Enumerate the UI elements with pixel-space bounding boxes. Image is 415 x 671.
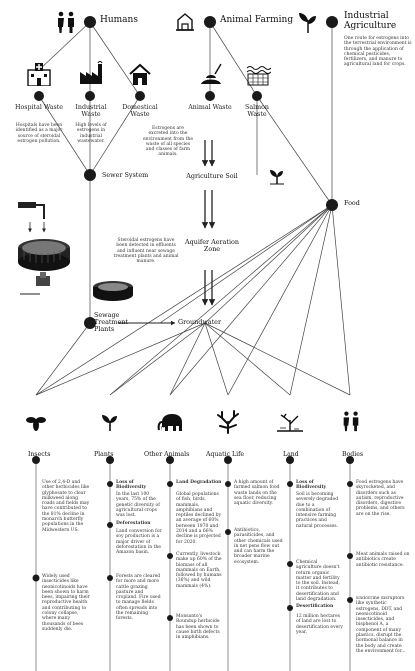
settling-tank-illustration xyxy=(93,281,133,301)
animals-heading-1: Land Degradation xyxy=(176,480,222,485)
impact-title-other-animals: Other Animals xyxy=(144,451,190,458)
industrial-agriculture-title: Industrial Agriculture xyxy=(344,11,397,31)
sprout-icon xyxy=(102,415,117,431)
bodies-detail-1: Food estrogens have skyrocketed, and dis… xyxy=(356,480,405,517)
impact-title-land: Land xyxy=(283,451,299,458)
impact-title-insects: Insects xyxy=(28,451,51,458)
aquatic-detail-1: A high amount of farmed salmon food wast… xyxy=(234,480,280,507)
salmon-waste-label: Salmon Waste xyxy=(245,104,269,118)
animals-detail-3: Monsanto's Roundup herbicide has been sh… xyxy=(176,614,220,641)
humans-title: Humans xyxy=(100,15,138,25)
industrial-waste-label: Industrial Waste xyxy=(75,104,107,118)
bodies-detail-2: Meat animals raised on antibiotics creat… xyxy=(356,552,410,568)
sewer-system-label: Sewer System xyxy=(102,171,149,179)
bodies-people-icon xyxy=(343,411,359,432)
plants-detail-3: Forests are cleared for more and more ca… xyxy=(116,574,161,622)
plants-detail-2: Land conversion for soy production is a … xyxy=(116,529,162,556)
sewer-note: Steroidal estrogens have been detected i… xyxy=(113,238,179,265)
agriculture-soil-label: Agriculture Soil xyxy=(186,172,238,180)
manure-icon xyxy=(201,63,222,84)
impact-title-plants: Plants xyxy=(94,451,114,458)
land-heading-1: Loss of Biodiversity xyxy=(296,480,327,491)
sewer-arrows xyxy=(28,222,46,233)
farm-icon xyxy=(176,13,194,31)
domestical-waste-label: Domestical Waste xyxy=(122,104,158,118)
land-detail-3: 12 million hectares of land are lost to … xyxy=(296,614,343,635)
land-detail-1: Soil is becoming severely degraded due t… xyxy=(296,492,339,529)
impact-title-aquatic-life: Aquatic Life xyxy=(206,451,245,458)
plants-detail-1: In the last 100 years, 75% of the geneti… xyxy=(116,492,160,519)
impact-links xyxy=(35,204,351,396)
land-heading-2: Desertification xyxy=(296,604,334,609)
desert-tree-icon xyxy=(277,413,303,432)
animal-waste-note: Estrogens are excreted into the environm… xyxy=(143,126,193,158)
elephant-icon xyxy=(157,414,182,431)
industrial-waste-note: High levels of estrogens in industrial w… xyxy=(75,123,107,144)
hospital-icon xyxy=(27,63,51,86)
hospital-waste-label: Hospital Waste xyxy=(14,104,64,111)
impact-title-bodies: Bodies xyxy=(342,451,364,458)
insects-detail-2: Widely used insecticides like neonicotin… xyxy=(42,574,90,632)
plants-heading-1: Loss of Biodiversity xyxy=(116,480,147,491)
coral-icon xyxy=(217,410,239,434)
salmon-net-icon xyxy=(246,66,271,86)
animals-detail-2: Currently, livestock make up 60% of the … xyxy=(176,552,222,589)
node-dots xyxy=(32,16,354,621)
treatment-plant-illustration xyxy=(18,202,70,295)
sewage-plants-label: Sewage Treatment Plants xyxy=(94,311,129,333)
seedling-icon xyxy=(270,170,284,185)
groundwater-label: Groundwater xyxy=(178,318,222,326)
animal-farming-title: Animal Farming xyxy=(220,15,294,25)
factory-icon xyxy=(80,61,103,84)
land-detail-2: Chemical agriculture doesn't return orga… xyxy=(296,560,340,603)
food-label: Food xyxy=(344,199,360,207)
bee-icon xyxy=(26,417,46,431)
plant-icon xyxy=(299,13,316,33)
source-links xyxy=(38,21,333,323)
aquifer-label: Aquifer Aeration Zone xyxy=(185,238,239,253)
animal-waste-label: Animal Waste xyxy=(188,104,232,111)
plants-heading-2: Deforestation xyxy=(116,521,151,526)
bodies-detail-3: Endocrine disruptors like synthetic estr… xyxy=(356,596,406,654)
animals-detail-1: Global populations of fish, birds, mamma… xyxy=(176,492,222,545)
aquatic-detail-2: Antibiotics, parasiticides, and other ch… xyxy=(234,528,283,565)
people-icon xyxy=(58,11,74,33)
column-lines xyxy=(35,460,351,671)
down-arrows xyxy=(201,140,216,306)
insects-detail-1: Use of 2,4-D and other herbicides like g… xyxy=(42,480,90,533)
industrial-agriculture-note: One route for estrogens into the terrest… xyxy=(344,36,412,68)
hospital-waste-note: Hospitals have been identified as a majo… xyxy=(15,123,63,144)
house-icon xyxy=(129,63,151,85)
